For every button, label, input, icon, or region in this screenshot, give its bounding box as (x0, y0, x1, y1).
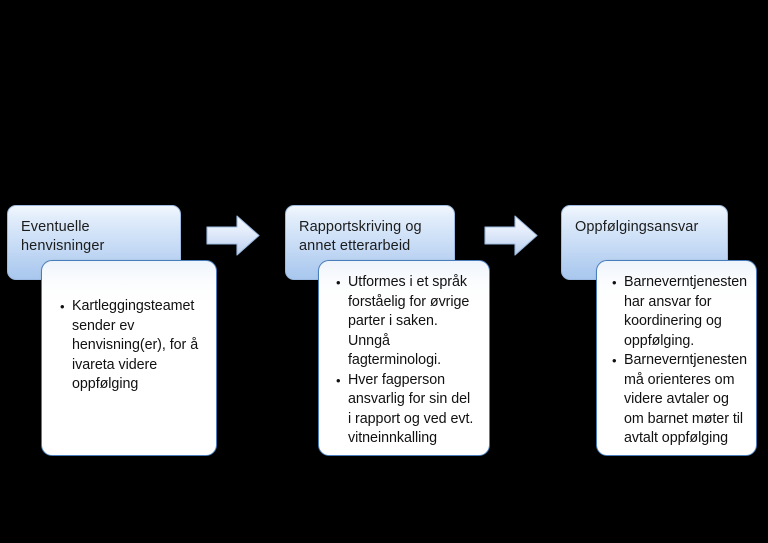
stage-1-body-box[interactable]: Kartleggingsteamet sender ev henvisning(… (41, 260, 217, 456)
stage-3-bullet-list: Barneverntjenesten har ansvar for koordi… (612, 273, 748, 449)
stage-3-header-label: Oppfølgingsansvar (575, 219, 699, 235)
stage-2-bullet-list: Utformes i et språk forståelig for øvrig… (336, 273, 477, 449)
list-item: Hver fagperson ansvarlig for sin del i r… (336, 371, 477, 449)
connector-1-right-arrow-icon (206, 213, 260, 258)
stage-1-header-label: Eventuelle henvisninger (21, 219, 105, 254)
connector-2-right-arrow-icon (484, 213, 538, 258)
list-item: Kartleggingsteamet sender ev henvisning(… (60, 297, 202, 395)
list-item: Barneverntjenesten må orienteres om vide… (612, 351, 748, 449)
stage-3-body-box[interactable]: Barneverntjenesten har ansvar for koordi… (596, 260, 757, 456)
stage-1-bullet-list: Kartleggingsteamet sender ev henvisning(… (60, 297, 202, 395)
list-item: Utformes i et språk forståelig for øvrig… (336, 273, 477, 371)
stage-2-body-box[interactable]: Utformes i et språk forståelig for øvrig… (318, 260, 490, 456)
stage-2-header-label: Rapportskriving og annet etterarbeid (299, 219, 422, 254)
list-item: Barneverntjenesten har ansvar for koordi… (612, 273, 748, 351)
stage-2-header-box[interactable]: Rapportskriving og annet etterarbeid (285, 205, 455, 280)
